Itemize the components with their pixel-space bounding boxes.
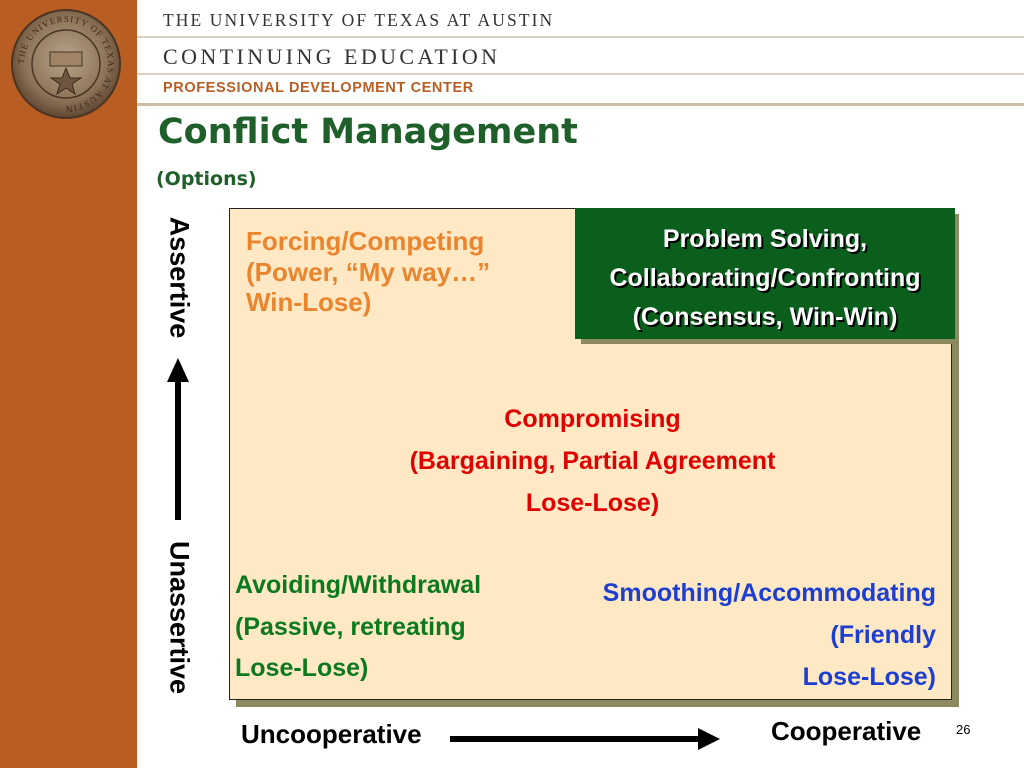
page-number: 26 xyxy=(956,722,971,737)
problem-solving-label: Problem Solving, xyxy=(662,225,868,253)
header-divider xyxy=(137,73,1024,75)
avoiding-label: Avoiding/Withdrawal xyxy=(235,571,482,599)
compromising-center: Compromising (Bargaining, Partial Agreem… xyxy=(380,398,805,524)
problem-solving-box xyxy=(575,208,955,339)
problem-solving-outcome: (Consensus, Win-Win) xyxy=(632,302,898,331)
smoothing-quadrant: Smoothing/Accommodating (Friendly Lose-L… xyxy=(603,572,936,698)
compromising-label: Compromising xyxy=(504,405,681,433)
slide-subtitle: (Options) xyxy=(156,168,257,190)
smoothing-outcome: Lose-Lose) xyxy=(802,663,936,691)
problem-solving-quadrant: Problem Solving, Collaborating/Confronti… xyxy=(575,220,955,336)
uncooperative-axis-label: Uncooperative xyxy=(241,719,422,749)
problem-solving-detail: Collaborating/Confronting xyxy=(609,263,921,292)
forcing-detail: (Power, “My way…” xyxy=(246,256,491,287)
smoothing-detail: (Friendly xyxy=(830,621,936,649)
forcing-label: Forcing/Competing xyxy=(246,226,485,256)
cooperative-axis-label: Cooperative xyxy=(771,716,922,746)
horizontal-arrow-icon xyxy=(450,728,720,750)
university-name-line: THE UNIVERSITY OF TEXAS AT AUSTIN xyxy=(163,10,555,30)
header-divider xyxy=(137,103,1024,106)
university-seal-logo: THE UNIVERSITY OF TEXAS AT AUSTIN xyxy=(11,9,121,119)
avoiding-quadrant: Avoiding/Withdrawal (Passive, retreating… xyxy=(235,565,481,690)
avoiding-detail: (Passive, retreating xyxy=(235,612,466,641)
compromising-detail: (Bargaining, Partial Agreement xyxy=(409,447,776,475)
forcing-quadrant: Forcing/Competing (Power, “My way…” Win-… xyxy=(246,226,490,318)
department-name-line: CONTINUING EDUCATION xyxy=(163,44,501,69)
vertical-arrow-icon xyxy=(167,358,189,520)
center-name-line: PROFESSIONAL DEVELOPMENT CENTER xyxy=(163,80,474,96)
avoiding-outcome: Lose-Lose) xyxy=(235,654,369,682)
smoothing-label: Smoothing/Accommodating xyxy=(602,579,936,607)
header-divider xyxy=(137,36,1024,38)
slide-title: Conflict Management xyxy=(158,112,578,152)
forcing-outcome: Win-Lose) xyxy=(246,287,372,318)
left-sidebar xyxy=(0,0,137,768)
compromising-outcome: Lose-Lose) xyxy=(525,489,660,517)
